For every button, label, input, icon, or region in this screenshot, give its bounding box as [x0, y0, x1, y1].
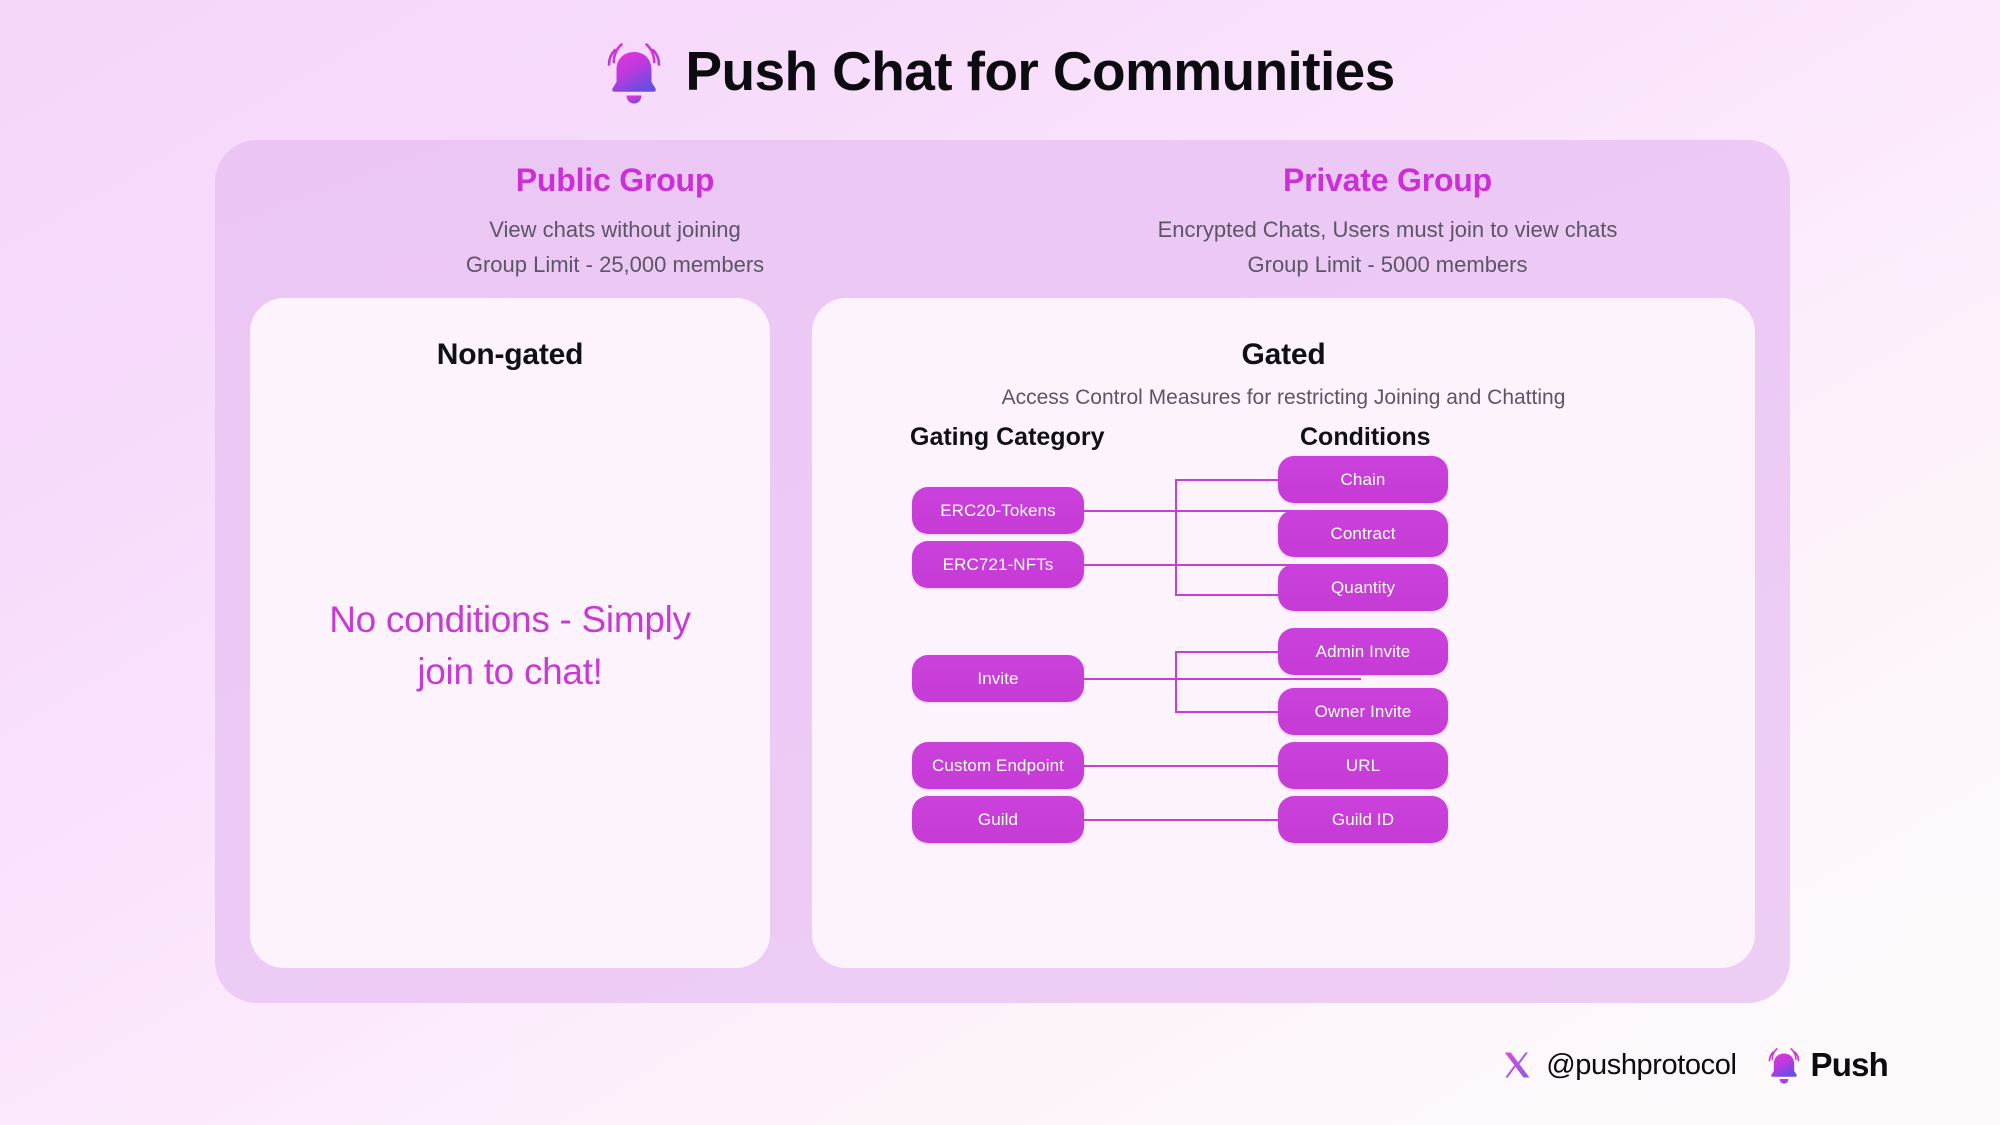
- public-group-title: Public Group: [515, 162, 715, 198]
- category-pill-invite[interactable]: Invite: [912, 655, 1084, 702]
- wire-to-quantity: [1175, 594, 1285, 596]
- page-footer: @pushprotocol Push: [1502, 1045, 1889, 1085]
- brand-wordmark: Push: [1810, 1046, 1889, 1083]
- category-pill-label: Guild: [977, 809, 1019, 829]
- bell-icon: [1768, 1048, 1799, 1084]
- private-group-subtitle-2: Group Limit - 5000 members: [1247, 252, 1528, 277]
- condition-pill-admin-invite[interactable]: Admin Invite: [1278, 628, 1448, 675]
- wire-to-chain: [1175, 479, 1285, 481]
- public-group-subtitle-2: Group Limit - 25,000 members: [465, 252, 765, 277]
- category-pill-erc721-nfts[interactable]: ERC721-NFTs: [912, 541, 1084, 588]
- condition-pill-label: Admin Invite: [1315, 641, 1411, 661]
- condition-pill-label: Chain: [1340, 469, 1386, 489]
- category-pill-label: ERC20-Tokens: [940, 500, 1056, 520]
- non-gated-title: Non-gated: [436, 338, 584, 371]
- public-group-subtitle-1: View chats without joining: [489, 217, 741, 242]
- condition-pill-label: Guild ID: [1331, 809, 1395, 829]
- wire-to-admin-invite: [1175, 651, 1285, 653]
- wire-invite-bracket: [1175, 651, 1177, 712]
- page-title: Push Chat for Communities: [685, 40, 1395, 102]
- social-handle-group[interactable]: @pushprotocol: [1502, 1048, 1737, 1082]
- wire-guild: [1084, 819, 1284, 821]
- condition-pill-guild-id[interactable]: Guild ID: [1278, 796, 1448, 843]
- gating-diagram: Gating Category Conditions ERC20-Tokens …: [812, 298, 1755, 968]
- conditions-header: Conditions: [1300, 423, 1431, 451]
- private-group-subtitle-1: Encrypted Chats, Users must join to view…: [1157, 217, 1618, 242]
- condition-pill-quantity[interactable]: Quantity: [1278, 564, 1448, 611]
- condition-pill-label: Contract: [1330, 523, 1396, 543]
- bell-icon: [608, 43, 661, 104]
- non-gated-message: No conditions - Simply join to chat!: [329, 599, 691, 692]
- condition-pill-label: URL: [1345, 755, 1381, 775]
- private-group-title: Private Group: [1282, 162, 1492, 198]
- gating-category-header: Gating Category: [910, 423, 1105, 451]
- category-pill-label: Invite: [977, 668, 1019, 688]
- category-pill-erc20-tokens[interactable]: ERC20-Tokens: [912, 487, 1084, 534]
- wire-custom-endpoint: [1084, 765, 1284, 767]
- x-twitter-icon[interactable]: [1502, 1050, 1532, 1080]
- condition-pill-chain[interactable]: Chain: [1278, 456, 1448, 503]
- private-group-header: Private Group Encrypted Chats, Users mus…: [1015, 162, 1760, 282]
- category-pill-guild[interactable]: Guild: [912, 796, 1084, 843]
- comparison-card: Public Group View chats without joining …: [215, 140, 1790, 1003]
- category-pill-label: ERC721-NFTs: [942, 554, 1054, 574]
- gated-title: Gated: [1241, 338, 1326, 371]
- gated-panel: Gated Access Control Measures for restri…: [812, 298, 1755, 968]
- page-header: Push Chat for Communities: [0, 0, 2000, 132]
- condition-pill-label: Owner Invite: [1314, 701, 1412, 721]
- condition-pill-label: Quantity: [1330, 577, 1396, 597]
- wire-token-bracket: [1175, 479, 1177, 595]
- wire-invite: [1084, 678, 1361, 680]
- condition-pill-owner-invite[interactable]: Owner Invite: [1278, 688, 1448, 735]
- social-handle-text: @pushprotocol: [1546, 1048, 1737, 1081]
- wire-to-owner-invite: [1175, 711, 1285, 713]
- condition-pill-contract[interactable]: Contract: [1278, 510, 1448, 557]
- condition-pill-url[interactable]: URL: [1278, 742, 1448, 789]
- brand-lockup: Push: [1767, 1045, 1889, 1085]
- public-group-header: Public Group View chats without joining …: [245, 162, 985, 282]
- category-pill-custom-endpoint[interactable]: Custom Endpoint: [912, 742, 1084, 789]
- category-pill-label: Custom Endpoint: [932, 755, 1064, 775]
- wire-erc721: [1084, 564, 1361, 566]
- gated-subtitle: Access Control Measures for restricting …: [1001, 386, 1566, 409]
- wire-erc20: [1084, 510, 1361, 512]
- non-gated-panel: Non-gated No conditions - Simply join to…: [250, 298, 770, 968]
